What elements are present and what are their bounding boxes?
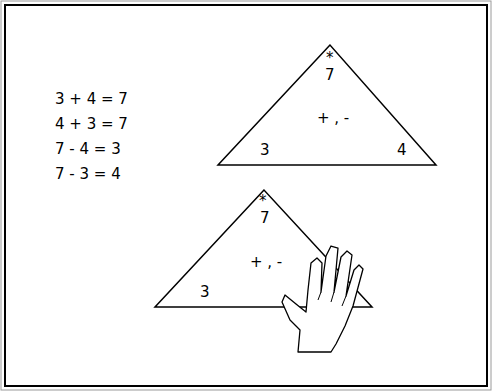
triangle-number: 3 (200, 285, 210, 300)
star-mark: * (326, 51, 334, 66)
triangle-number: + , - (250, 255, 282, 270)
triangle-number: + , - (317, 111, 349, 126)
fact-equation: 7 - 3 = 4 (55, 167, 121, 182)
fact-triangle: * 7 + , - 3 4 (213, 40, 441, 170)
inner-border (5, 5, 487, 386)
fact-triangle: * 7 + , - 3 (150, 185, 380, 313)
star-mark: * (259, 194, 267, 209)
triangle-number: 7 (325, 68, 335, 83)
fact-equation: 4 + 3 = 7 (55, 117, 128, 132)
triangle (218, 45, 436, 165)
fact-equation: 7 - 4 = 3 (55, 142, 121, 157)
triangle-number: 3 (260, 143, 270, 158)
fact-equation: 3 + 4 = 7 (55, 92, 128, 107)
triangle-number: 4 (397, 143, 407, 158)
finger-crease (318, 292, 346, 306)
triangle-number: 7 (260, 211, 270, 226)
covering-hand (282, 246, 363, 352)
